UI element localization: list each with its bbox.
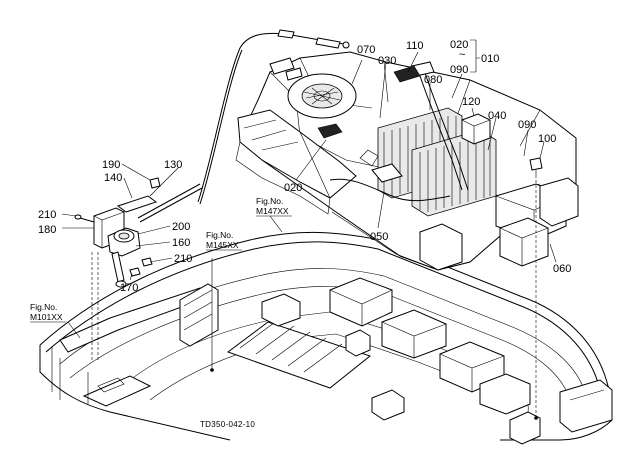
label-080: 080 [424,74,442,86]
label-030: 030 [378,55,396,67]
control-cable [197,29,350,205]
label-020-mid: 020 [284,182,302,194]
label-200: 200 [172,221,190,233]
figure-references: Fig.No. M147XX Fig.No. M145XX Fig.No. M1… [30,196,292,323]
label-010: 010 [481,53,499,65]
label-130: 130 [164,159,182,171]
label-020-top: 020 [450,39,468,51]
label-090-top: 090 [450,64,468,76]
label-190: 190 [102,159,120,171]
fig-ref-label-2: Fig.No. [206,230,233,240]
label-tilde: ~ [459,49,465,61]
hvac-housing [235,51,579,271]
label-170: 170 [120,282,138,294]
cab-frame [39,231,613,445]
fig-ref-label-3: Fig.No. [30,302,57,312]
fig-ref-value-2: M145XX [206,240,239,250]
label-120: 120 [462,96,480,108]
label-140: 140 [104,172,122,184]
label-110: 110 [406,40,424,52]
label-210-lower: 210 [174,253,192,265]
label-090-right: 090 [518,119,536,131]
fig-ref-value-1: M147XX [256,206,289,216]
label-210-left: 210 [38,209,56,221]
part-labels: 010 020 ~ 090 110 070 030 080 120 040 09… [38,39,571,294]
fig-ref-value-3: M101XX [30,312,63,322]
label-040: 040 [488,110,506,122]
label-050: 050 [370,231,388,243]
label-070: 070 [357,44,375,56]
leader-lines [61,39,557,420]
drawing-code: TD350-042-10 [200,420,255,429]
control-lever-assembly [74,177,203,360]
label-060: 060 [553,263,571,275]
label-100: 100 [538,133,556,145]
label-180: 180 [38,224,56,236]
fig-ref-label-1: Fig.No. [256,196,283,206]
label-160: 160 [172,237,190,249]
